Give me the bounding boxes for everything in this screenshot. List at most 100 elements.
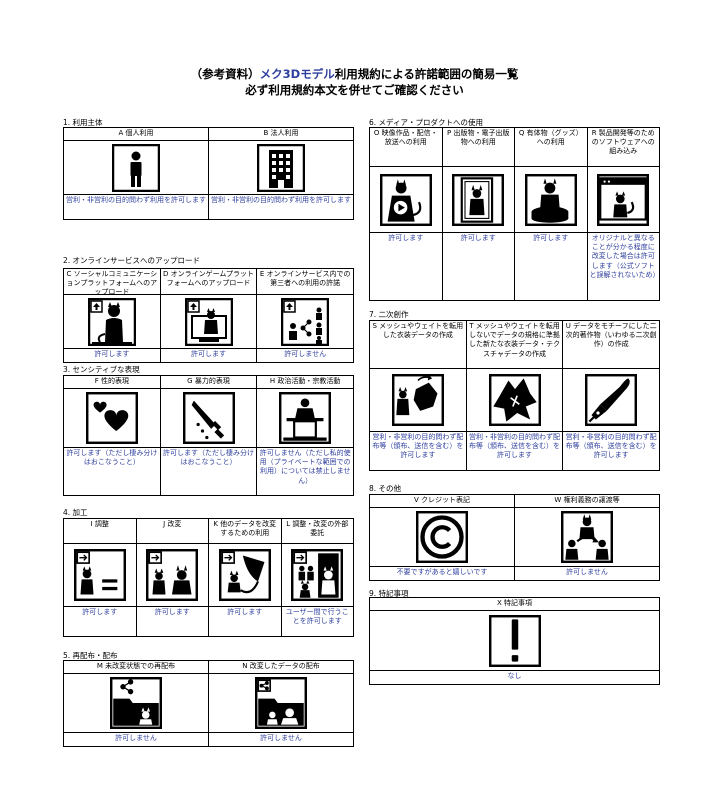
title-suffix: 利用規約による許諾範囲の簡易一覧 (334, 67, 519, 81)
item-label: C ソーシャルコミュニケーションプラットフォームへのアップロード (64, 269, 160, 295)
item-result: 営利・非営利の目的問わず配布等（頒布、送信を含む）を許可します (469, 433, 560, 460)
item-icon-box (587, 167, 659, 233)
permission-item: A 個人利用営利・非営利の目的問わず利用を許可します (64, 128, 209, 219)
section-title: 5. 再配布・配布 (63, 651, 118, 660)
item-label: Q 有体物（グッズ）への利用 (515, 128, 587, 167)
permission-item: P 出版物・電子出版物への利用許可します (442, 128, 515, 300)
item-result: 許可します (191, 350, 226, 358)
item-label: H 政治活動・宗教活動 (257, 376, 354, 389)
item-icon-box (209, 544, 281, 607)
item-icon-box (64, 544, 136, 607)
item-result: 不要ですがあると嬉しいです (396, 568, 488, 576)
permission-item: O 映像作品・配信・放送への利用許可します (370, 128, 443, 300)
item-icon-box (209, 674, 353, 733)
permission-item: E オンラインサービス内での第三者への利用の許諾許可しません (257, 269, 354, 362)
permission-item: Q 有体物（グッズ）への利用許可します (515, 128, 588, 300)
item-icon-box (64, 674, 208, 733)
person-icon (112, 143, 160, 192)
item-label: K 他のデータを改変するための利用 (209, 519, 281, 544)
item-result: ユーザー間で行うことを許可します (285, 608, 349, 626)
permission-item: X 特記事項なし (370, 598, 659, 684)
section-title: 3. センシティブな表現 (63, 365, 140, 374)
section-title: 7. 二次創作 (369, 310, 409, 319)
permission-item: S メッシュやウェイトを転用した衣装データの作成営利・非営利の目的問わず配布等（… (370, 321, 467, 470)
exclamation-icon (488, 614, 541, 667)
item-result: 許可します (533, 234, 569, 242)
item-result: 許可します（ただし棲み分けはおこなうこと） (163, 449, 254, 467)
item-icon-box (64, 141, 208, 195)
item-result: 許可します (82, 608, 118, 616)
page-subtitle: 必ず利用規約本文を併せてご確認ください (245, 83, 464, 97)
upload-avatar-icon (87, 297, 136, 346)
section-grid: X 特記事項なし (369, 597, 660, 685)
item-result: 許可します (94, 350, 130, 358)
copyright-icon (416, 511, 468, 563)
item-icon-box (466, 369, 563, 432)
item-icon-box (136, 544, 208, 607)
adjust-equal-icon (73, 549, 126, 601)
permission-item: K 他のデータを改変するための利用許可します (209, 519, 282, 636)
permission-item: G 暴力的表現許可します（ただし棲み分けはおこなうこと） (160, 376, 258, 495)
permission-item: C ソーシャルコミュニケーションプラットフォームへのアップロード許可します (64, 269, 161, 362)
item-icon-box (442, 167, 514, 233)
item-label: S メッシュやウェイトを転用した衣装データの作成 (370, 321, 466, 369)
transform-icon (218, 549, 271, 601)
section-grid: F 性的表現許可します（ただし棲み分けはおこなうこと）G 暴力的表現許可します（… (63, 375, 354, 496)
item-result: 営利・非営利の目的問わず配布等（頒布、送信を含む）を許可します (565, 433, 657, 460)
book-icon (452, 173, 505, 226)
permission-item: M 未改変状態での再配布許可しません (64, 661, 209, 746)
section-title: 9. 特記事項 (369, 589, 409, 598)
permission-item: R 製品開発等のためのソフトウェアへの組み込みオリジナルと異なることが分かる程度… (587, 128, 660, 300)
item-icon-box (160, 295, 257, 349)
item-icon-box (209, 141, 353, 195)
share-modified-icon (255, 677, 307, 729)
item-result: 営利・非営利の目的問わず配布等（頒布、送信を含む）を許可します (372, 433, 464, 460)
item-result: 許可しません (115, 734, 157, 742)
hearts-icon (85, 392, 138, 444)
item-label: E オンラインサービス内での第三者への利用の許諾 (257, 269, 354, 295)
item-result: オリジナルと異なることが分かる程度に改変した場合は許可します（公式ソフトと誤解さ… (589, 234, 660, 279)
item-label: M 未改変状態での再配布 (64, 661, 208, 674)
cloth-recycle-icon (391, 374, 444, 426)
item-label: A 個人利用 (64, 128, 208, 141)
share-users-icon (281, 297, 330, 346)
item-result: 許可します (460, 234, 496, 242)
item-icon-box (64, 389, 160, 448)
software-icon (597, 173, 650, 226)
item-icon-box (281, 544, 353, 607)
podium-icon (279, 392, 332, 444)
item-icon-box (370, 167, 442, 233)
permission-item: I 調整許可します (64, 519, 137, 636)
building-icon (257, 143, 305, 192)
item-icon-box (370, 611, 659, 671)
item-label: T メッシュやウェイトを転用しないでデータの規格に準拠した新たな衣装データ・テク… (466, 321, 563, 369)
item-label: I 調整 (64, 519, 136, 544)
item-label: G 暴力的表現 (160, 376, 257, 389)
permission-item: F 性的表現許可します（ただし棲み分けはおこなうこと） (64, 376, 161, 495)
section-grid: S メッシュやウェイトを転用した衣装データの作成営利・非営利の目的問わず配布等（… (369, 320, 660, 471)
item-icon-box (64, 295, 160, 349)
permission-item: W 権利義務の譲渡等許可しません (515, 495, 659, 580)
permission-item: T メッシュやウェイトを転用しないでデータの規格に準拠した新たな衣装データ・テク… (466, 321, 564, 470)
item-label: V クレジット表記 (370, 495, 514, 508)
item-result: 許可します (388, 234, 424, 242)
transfer-icon (561, 511, 613, 563)
pen-nib-icon (585, 374, 638, 426)
section-title: 4. 加工 (63, 508, 88, 517)
item-result: 許可しません（ただし私的使用（プライベートな範囲での利用）については禁止しません… (259, 449, 351, 485)
item-label: W 権利義務の譲渡等 (515, 495, 659, 508)
item-label: O 映像作品・配信・放送への利用 (370, 128, 442, 167)
item-icon-box (257, 389, 354, 448)
title-accent: メク3Dモデル (259, 67, 335, 81)
permission-item: V クレジット表記不要ですがあると嬉しいです (370, 495, 515, 580)
item-result: 許可します（ただし棲み分けはおこなうこと） (66, 449, 158, 467)
permission-item: L 調整・改変の外部委託ユーザー間で行うことを許可します (281, 519, 353, 636)
permission-item: N 改変したデータの配布許可しません (209, 661, 353, 746)
item-icon-box (257, 295, 354, 349)
item-result: なし (507, 672, 522, 680)
outsource-icon (291, 549, 344, 601)
